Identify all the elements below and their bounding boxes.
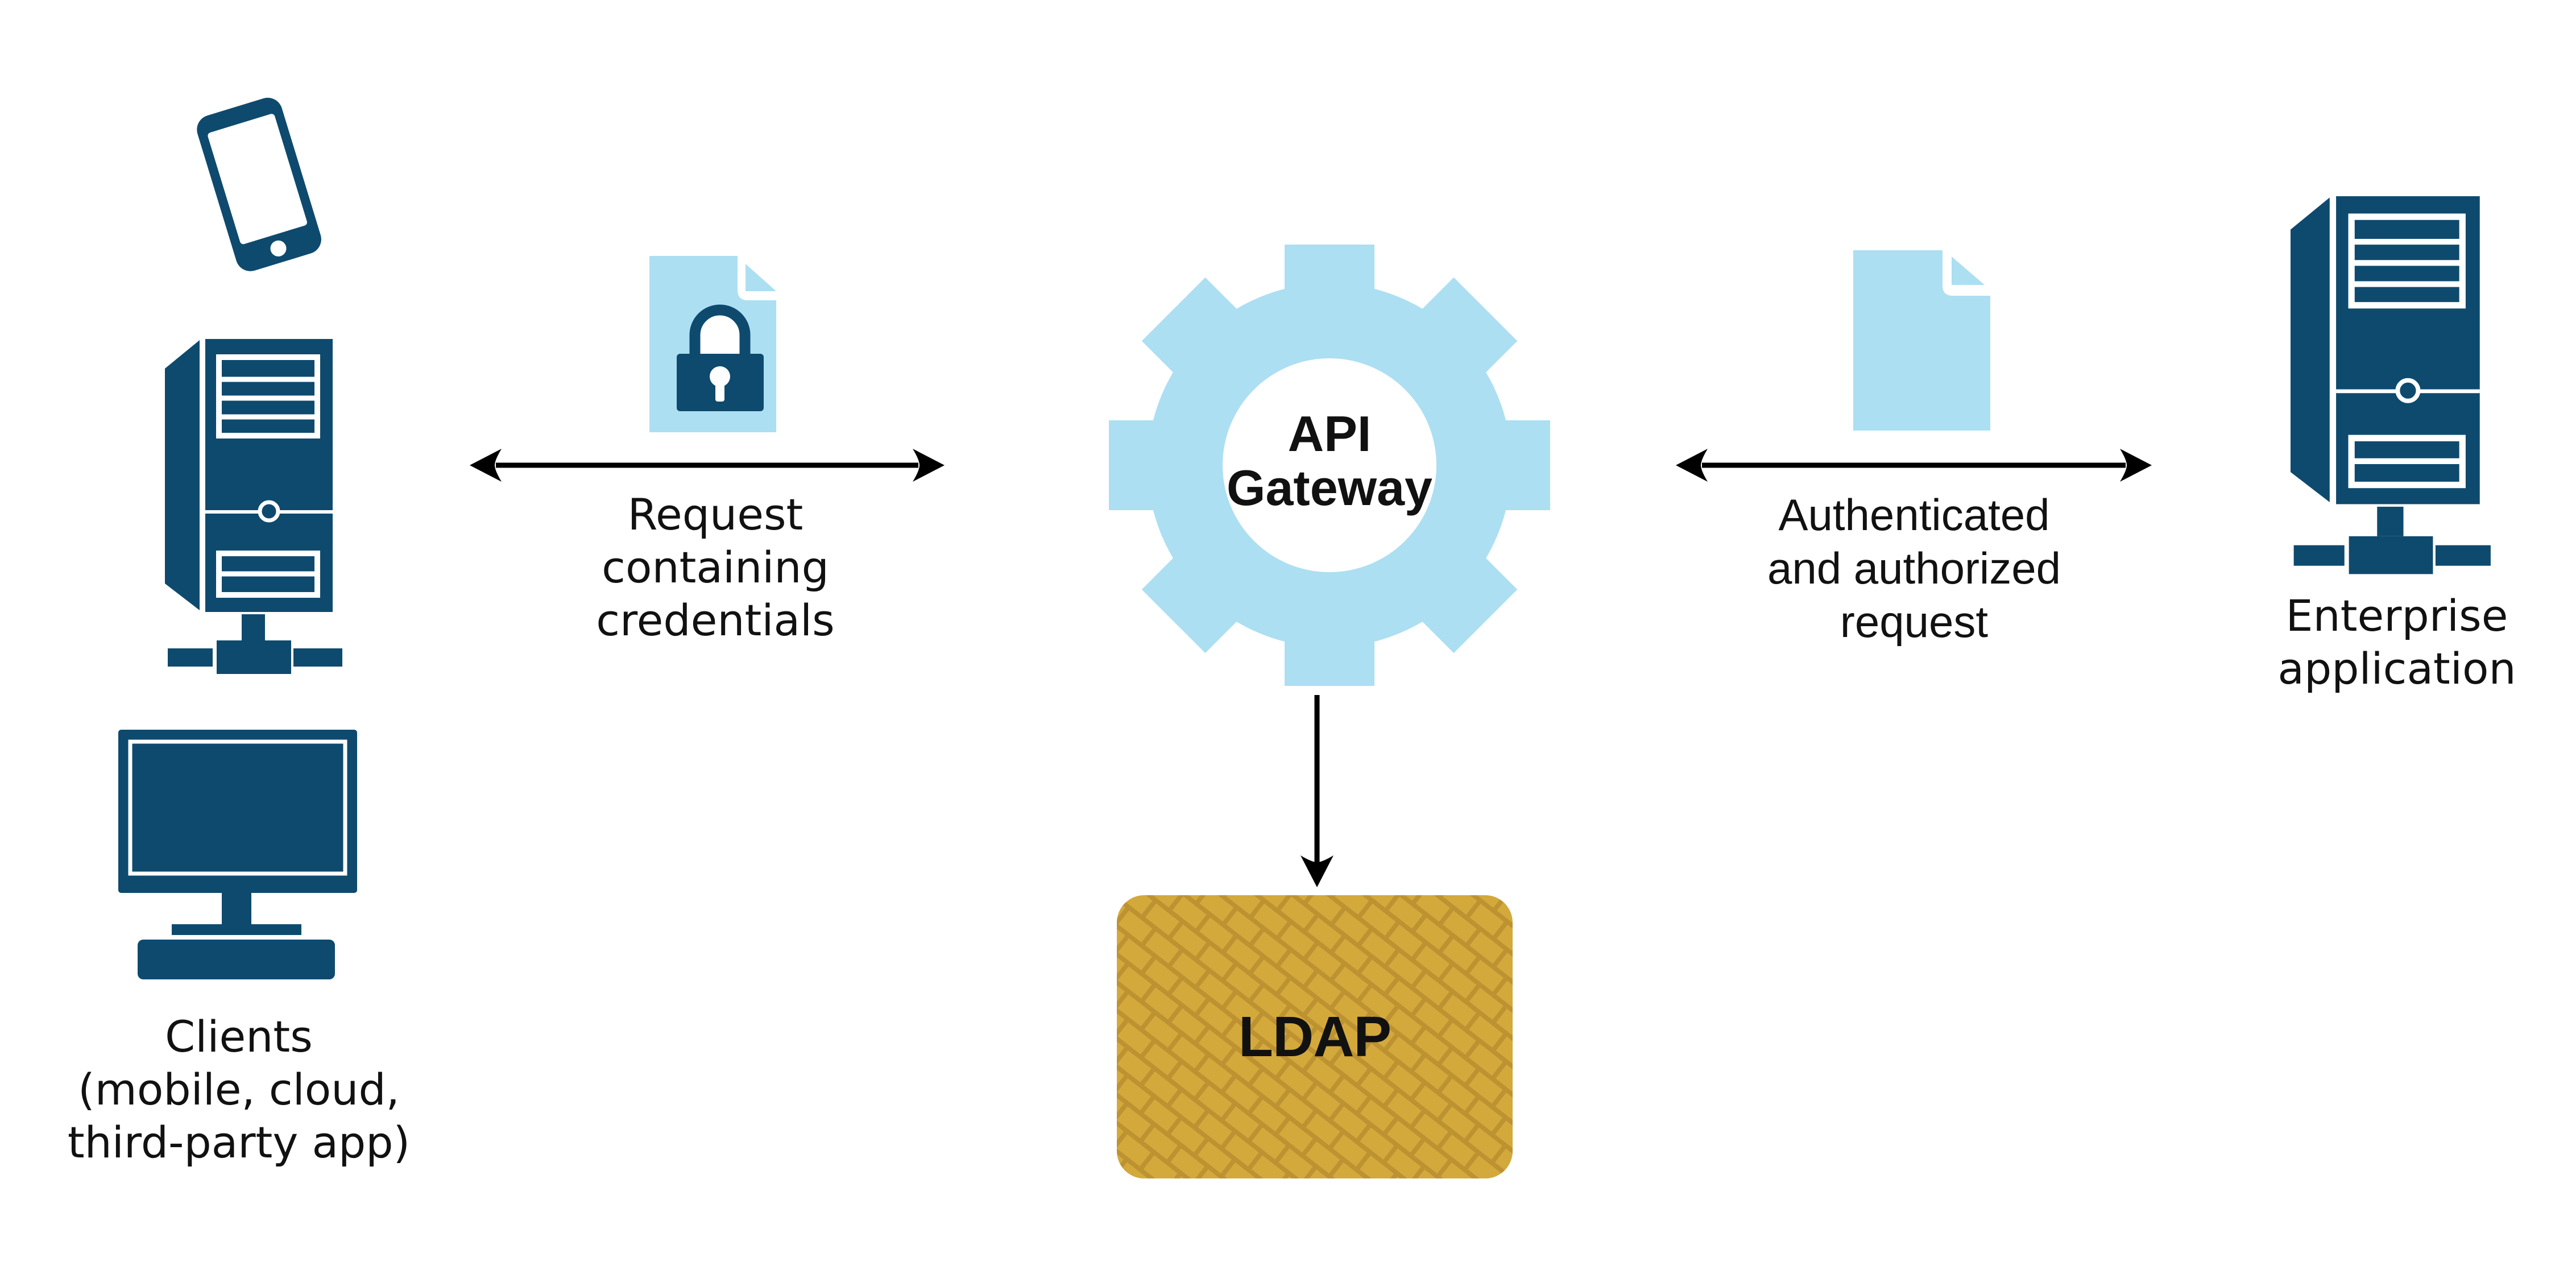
client-server-icon bbox=[165, 339, 342, 674]
desktop-computer-icon bbox=[118, 730, 357, 979]
phone-home-button bbox=[270, 240, 287, 257]
phone-screen bbox=[208, 114, 307, 245]
authenticated-request-label: Authenticated and authorized request bbox=[1767, 488, 2061, 648]
label-line: Authenticated bbox=[1778, 490, 2050, 540]
api-gateway-label: API Gateway bbox=[1227, 407, 1432, 515]
ldap-label: LDAP bbox=[1239, 1006, 1391, 1068]
label-line: and authorized bbox=[1767, 543, 2061, 593]
enterprise-application-label: Enterprise application bbox=[2277, 589, 2516, 695]
label-line: third-party app) bbox=[67, 1117, 411, 1168]
lock-shackle bbox=[689, 304, 751, 354]
label-line: LDAP bbox=[1238, 1005, 1391, 1069]
locked-document-icon bbox=[649, 256, 776, 432]
label-line: request bbox=[1840, 597, 1989, 647]
document-page bbox=[1853, 250, 1990, 431]
label-line: (mobile, cloud, bbox=[78, 1064, 400, 1115]
request-credentials-label: Request containing credentials bbox=[596, 488, 834, 647]
document-icon bbox=[1853, 250, 1990, 431]
document-fold-corner bbox=[746, 264, 776, 291]
label-line: API bbox=[1287, 406, 1372, 462]
gateway-ldap-arrow bbox=[1301, 695, 1333, 887]
label-line: containing bbox=[602, 542, 829, 593]
ldap-brick-box bbox=[1117, 895, 1513, 1178]
enterprise-server-icon bbox=[2291, 196, 2491, 574]
monitor-stand-foot bbox=[172, 924, 301, 935]
clients-gateway-arrow bbox=[470, 449, 945, 482]
label-line: application bbox=[2277, 643, 2516, 694]
gear-hub bbox=[1223, 358, 1436, 572]
monitor-stand-neck bbox=[222, 893, 251, 924]
gateway-enterprise-arrow bbox=[1676, 449, 2152, 482]
label-line: Enterprise bbox=[2285, 590, 2508, 641]
label-line: Clients bbox=[165, 1011, 313, 1062]
monitor-frame bbox=[118, 730, 357, 893]
keyboard bbox=[138, 940, 335, 979]
clients-label: Clients (mobile, cloud, third-party app) bbox=[68, 1010, 410, 1169]
gear-icon bbox=[1109, 245, 1550, 686]
smartphone-icon bbox=[197, 97, 321, 271]
lock-keyhole bbox=[710, 366, 730, 387]
label-line: Gateway bbox=[1227, 460, 1432, 516]
label-line: Request bbox=[627, 489, 804, 540]
monitor-screen-border bbox=[128, 739, 347, 876]
document-fold-corner bbox=[1952, 257, 1985, 285]
label-line: credentials bbox=[596, 595, 835, 646]
